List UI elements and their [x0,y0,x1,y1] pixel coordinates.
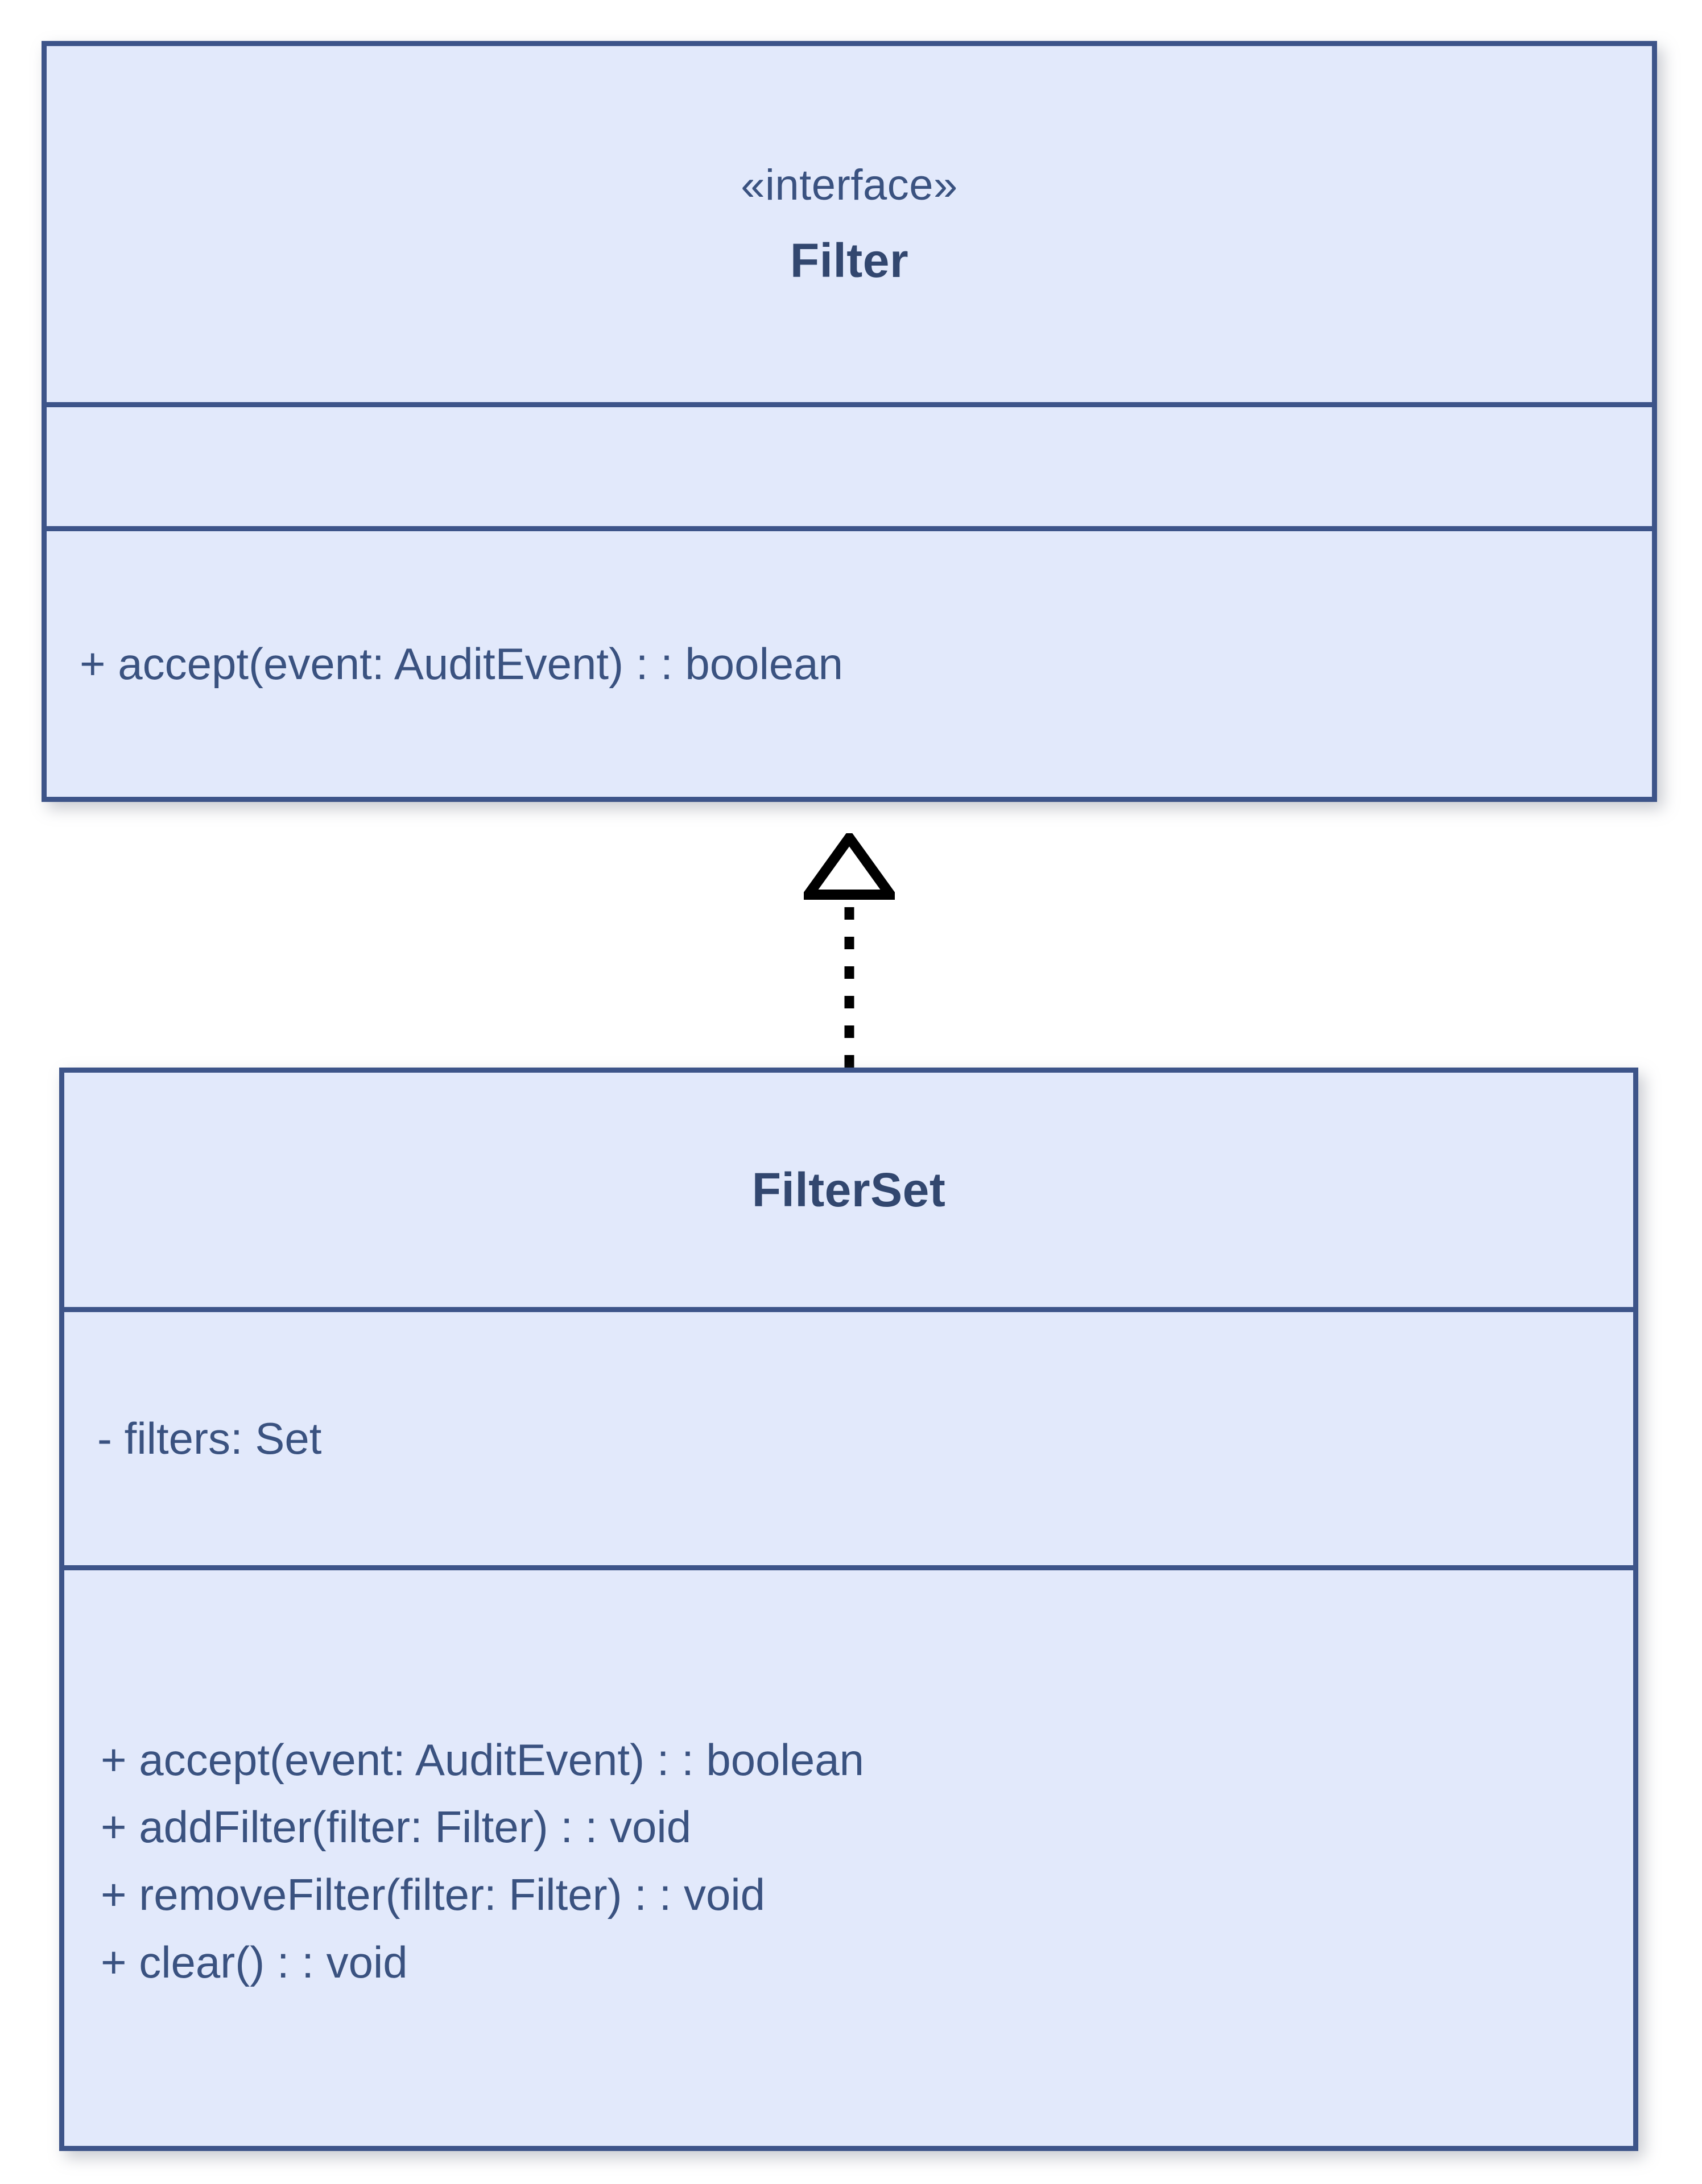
method-list: + accept(event: AuditEvent) : : boolean … [64,1720,1633,1996]
class-name-label: FilterSet [751,1163,946,1217]
method-item: + removeFilter(filter: Filter) : : void [101,1869,766,1920]
class-name-label: Filter [790,233,909,287]
attribute-item: - filters: Set [97,1413,322,1464]
method-item: + accept(event: AuditEvent) : : boolean [101,1734,865,1785]
class-node-filterset[interactable]: FilterSet - filters: Set + accept(event:… [59,1068,1638,2151]
method-item: + accept(event: AuditEvent) : : boolean [80,639,844,689]
class-node-filter[interactable]: «interface» Filter + accept(event: Audit… [42,41,1657,802]
class-attributes-compartment-filter [47,402,1652,526]
class-methods-compartment-filter: + accept(event: AuditEvent) : : boolean [47,526,1652,797]
method-item: + addFilter(filter: Filter) : : void [101,1802,692,1852]
class-methods-compartment-filterset: + accept(event: AuditEvent) : : boolean … [64,1565,1633,2146]
method-list: + accept(event: AuditEvent) : : boolean [47,632,1652,696]
hollow-triangle-arrowhead [804,833,895,900]
method-item: + clear() : : void [101,1937,408,1987]
attribute-list: - filters: Set [64,1407,1633,1470]
class-attributes-compartment-filterset: - filters: Set [64,1307,1633,1565]
class-header-filter: «interface» Filter [47,46,1652,402]
realization-connector [804,833,895,1068]
class-header-filterset: FilterSet [64,1073,1633,1307]
stereotype-label: «interface» [741,161,958,209]
